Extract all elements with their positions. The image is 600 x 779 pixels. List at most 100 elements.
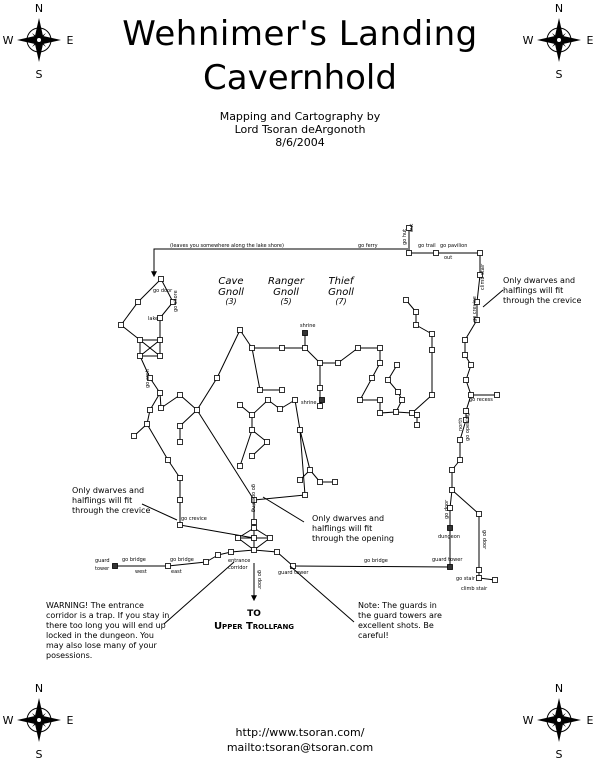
label-go-door-2: go door — [481, 530, 487, 550]
note-line: through the crevice — [72, 506, 151, 515]
compass-n: N — [35, 682, 43, 695]
note-warning: WARNING! The entrance corridor is a trap… — [46, 601, 169, 661]
credits-author: Lord Tsoran deArgonoth — [234, 123, 366, 136]
room-node — [251, 497, 257, 503]
callout-line — [141, 503, 178, 521]
room-node — [265, 397, 271, 403]
compass-e: E — [587, 34, 594, 47]
path-segment — [299, 429, 306, 496]
map-title-line2: Cavernhold — [203, 58, 397, 98]
footer-url-link[interactable]: http://www.tsoran.com/ — [235, 726, 365, 739]
room-node — [476, 575, 482, 581]
room-node — [203, 559, 209, 565]
room-node — [457, 457, 463, 463]
compass-e: E — [67, 714, 74, 727]
room-node — [317, 385, 323, 391]
room-node — [399, 397, 405, 403]
room-node — [474, 299, 480, 305]
note-line: halflings will fit — [312, 524, 373, 533]
compass-rose-icon: N S W E — [523, 682, 594, 761]
room-node — [177, 522, 183, 528]
room-node — [463, 377, 469, 383]
compass-w: W — [3, 34, 14, 47]
callout-line — [163, 561, 235, 625]
area-name: Cave — [218, 276, 243, 287]
room-node — [403, 297, 409, 303]
room-node — [277, 406, 283, 412]
note-line: may also lose many of your — [46, 641, 157, 650]
room-node — [414, 412, 420, 418]
compass-rose-icon: N S W E — [523, 2, 594, 81]
room-node — [335, 360, 341, 366]
path-segment — [216, 329, 241, 379]
footer-mail-link[interactable]: mailto:tsoran@tsoran.com — [226, 741, 374, 754]
room-node — [157, 337, 163, 343]
label-out-v: out — [409, 224, 415, 232]
label-out: out — [444, 255, 452, 261]
path-segment — [137, 278, 162, 303]
path-segment — [196, 377, 218, 411]
note-line: WARNING! The entrance — [46, 601, 144, 610]
label-go-opening-v: go opening — [465, 413, 471, 441]
room-node — [332, 479, 338, 485]
room-node — [112, 563, 118, 569]
room-node — [409, 410, 415, 416]
label-upper-trollfang: Upper Trollfang — [214, 621, 294, 632]
map-title-line1: Wehnimer's Landing — [122, 14, 478, 54]
label-lake: lake — [148, 316, 158, 322]
room-node — [457, 437, 463, 443]
note-line: careful! — [358, 631, 389, 640]
label-tower: tower — [95, 566, 110, 572]
note-crevice-right: Only dwarves and halflings will fit thro… — [503, 276, 581, 306]
ferry-route — [151, 248, 408, 278]
label-west: west — [135, 569, 147, 575]
note-line: excellent shots. Be — [358, 621, 434, 630]
label-guard-tower-right: guard tower — [432, 557, 463, 563]
room-node — [170, 299, 176, 305]
room-node — [468, 392, 474, 398]
room-node — [131, 433, 137, 439]
note-line: Only dwarves and — [72, 486, 145, 495]
compass-n: N — [555, 2, 563, 15]
room-node — [406, 225, 412, 231]
room-node — [292, 397, 298, 403]
path-segment — [449, 489, 453, 509]
area-sub: Gnoll — [328, 287, 354, 298]
room-node — [228, 549, 234, 555]
room-node — [249, 412, 255, 418]
label-go-hut: go hut — [402, 229, 408, 245]
note-line: Note: The guards in — [358, 601, 437, 610]
compass-w: W — [523, 714, 534, 727]
room-node — [297, 427, 303, 433]
room-node — [135, 299, 141, 305]
room-node — [463, 417, 469, 423]
room-node — [317, 360, 323, 366]
room-node — [377, 360, 383, 366]
room-node — [147, 375, 153, 381]
label-go-arch: go arch — [145, 369, 151, 388]
room-node — [393, 409, 399, 415]
room-node — [385, 377, 391, 383]
label-to: TO — [247, 609, 261, 619]
area-name: Thief — [329, 276, 355, 287]
callout-line — [289, 565, 355, 623]
area-ranger-gnoll: Ranger Gnoll (5) — [268, 276, 305, 306]
path-segment — [120, 301, 139, 326]
room-node — [477, 272, 483, 278]
credits: Mapping and Cartography by Lord Tsoran d… — [0, 110, 600, 149]
label-go-bridge-left-2: go bridge — [170, 557, 194, 563]
room-node — [251, 519, 257, 525]
area-level: (5) — [280, 297, 291, 306]
compass-w: W — [3, 714, 14, 727]
compass-rose-icon: N S W E — [3, 682, 74, 761]
note-line: corridor is a trap. If you stay in — [46, 611, 170, 620]
room-node — [302, 345, 308, 351]
room-node — [237, 402, 243, 408]
path-segment — [167, 561, 207, 567]
path-segment — [459, 419, 467, 441]
note-line: the guard towers are — [358, 611, 442, 620]
room-node — [177, 439, 183, 445]
label-go-door: go door — [444, 499, 450, 519]
note-line: halflings will fit — [72, 496, 133, 505]
